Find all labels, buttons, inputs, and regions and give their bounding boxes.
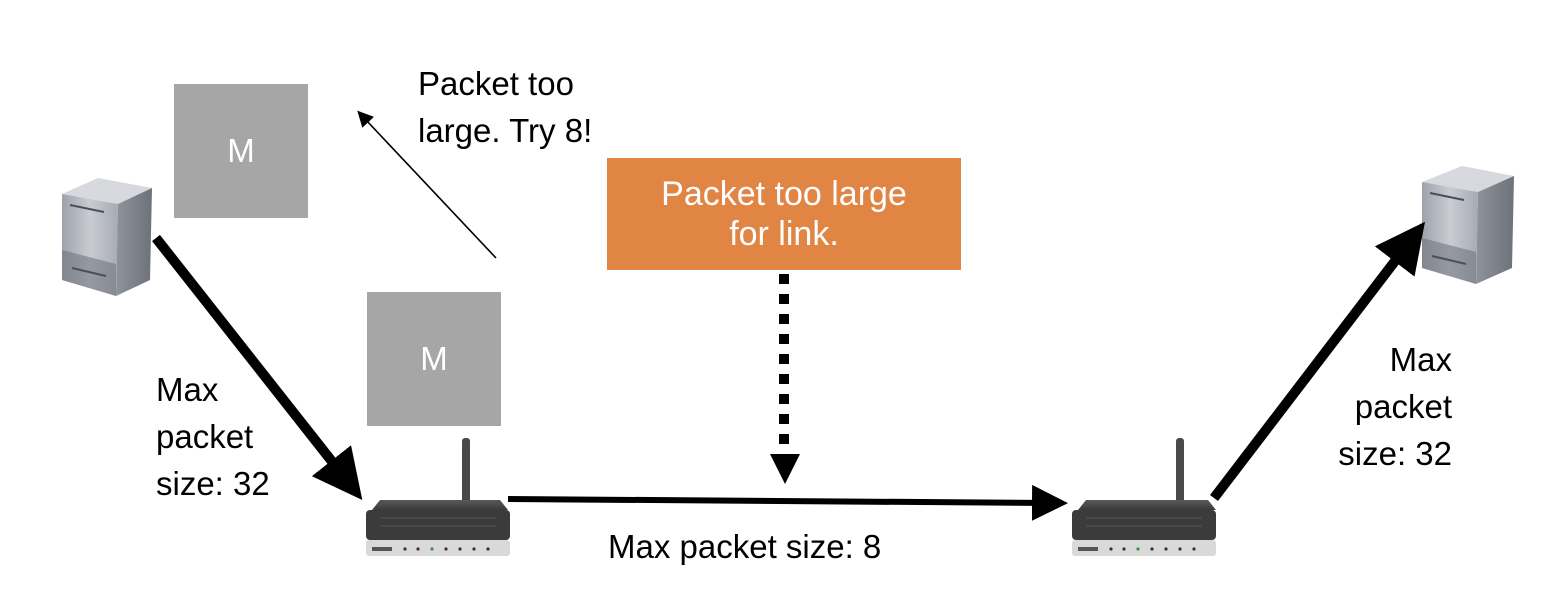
server-icon (62, 178, 152, 296)
error-callout: Packet too large for link. (607, 158, 961, 270)
router-icon (1072, 438, 1216, 556)
icmp-reply-arrow (357, 110, 497, 259)
left-link-label: Max packet size: 32 (156, 371, 270, 502)
callout-pointer-head (770, 454, 800, 484)
link-arrow-right (1210, 221, 1425, 502)
link-arrow-left (152, 234, 363, 500)
router-icon (366, 438, 510, 556)
middle-link-label: Max packet size: 8 (608, 528, 882, 565)
packet-label: M (227, 132, 255, 169)
icmp-reply-label: Packet too large. Try 8! (418, 65, 593, 149)
packet-label: M (420, 340, 448, 377)
callout-text: Packet too large for link. (661, 175, 907, 253)
server-icon (1422, 166, 1514, 284)
link-arrow-middle (507, 484, 1068, 521)
packet-returned: M (174, 84, 308, 218)
right-link-label: Max packet size: 32 (1338, 341, 1452, 472)
packet-at-router: M (367, 292, 501, 426)
